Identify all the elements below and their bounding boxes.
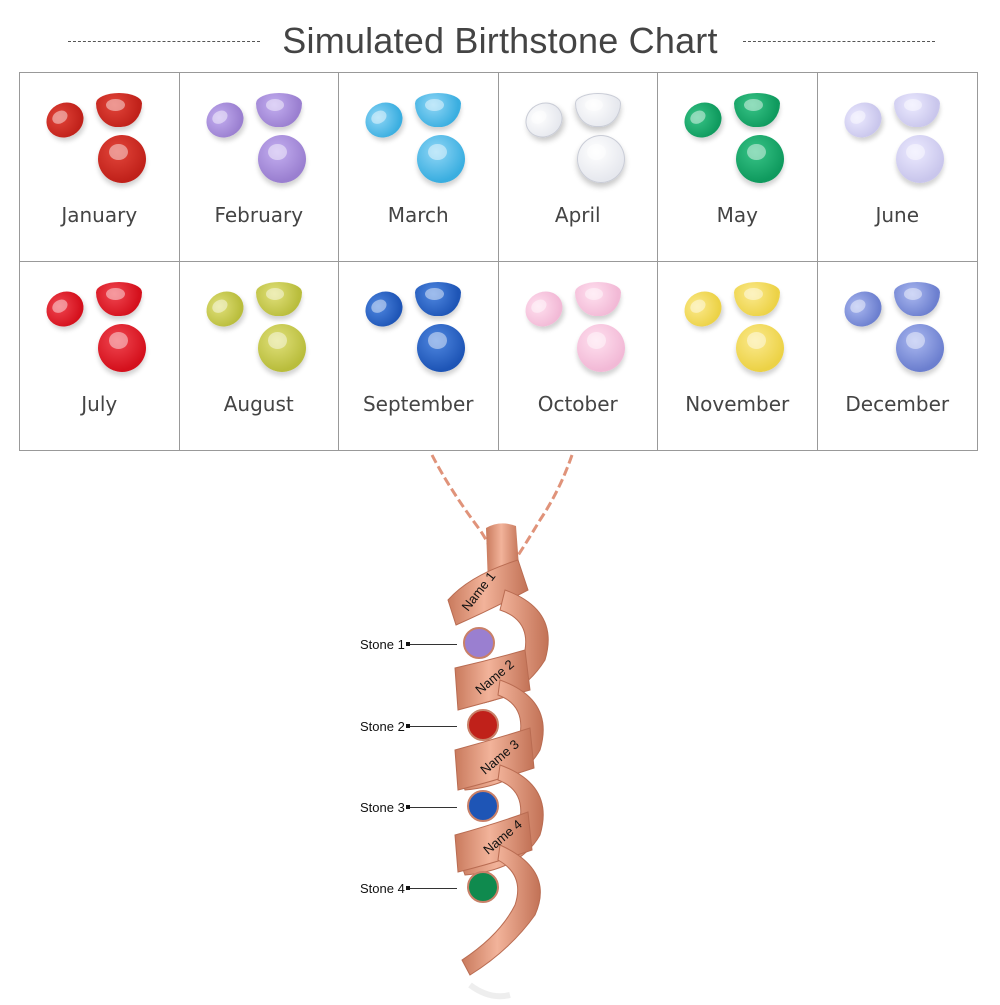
gem-icon [518, 284, 569, 333]
gem-icon [893, 93, 940, 127]
gemstones-icon [499, 83, 658, 193]
title-divider-left [68, 41, 260, 42]
gemstones-icon [818, 272, 978, 382]
gem-icon [199, 95, 250, 145]
gem-icon [255, 93, 302, 127]
month-label: January [61, 203, 138, 227]
gem-icon [199, 284, 250, 333]
gem-icon [734, 93, 780, 127]
gem-icon [895, 323, 944, 372]
gem-icon [574, 281, 621, 316]
chart-header: Simulated Birthstone Chart [0, 18, 1000, 64]
page-title: Simulated Birthstone Chart [282, 20, 718, 61]
month-cell-august: August [180, 261, 339, 450]
gem-icon [40, 284, 90, 333]
month-cell-november: November [658, 261, 818, 450]
gemstones-icon [818, 83, 978, 193]
stone-label: Stone 3 [360, 800, 405, 815]
month-cell-june: June [817, 73, 978, 262]
stone-callout-4: Stone 4 [360, 881, 457, 896]
stone-1-gem-icon [463, 627, 495, 659]
month-label: November [685, 391, 790, 416]
gem-icon [98, 323, 146, 372]
stone-label: Stone 2 [360, 719, 405, 734]
callout-line [405, 886, 457, 890]
gem-icon [359, 95, 409, 145]
month-label: July [81, 391, 118, 416]
gem-icon [415, 281, 461, 316]
gemstones-icon [658, 272, 817, 382]
callout-line [405, 642, 457, 646]
month-cell-april: April [498, 73, 658, 262]
gemstones-icon [499, 272, 658, 382]
gem-icon [257, 135, 306, 183]
gem-icon [837, 284, 888, 333]
title-divider-right [743, 41, 935, 42]
stone-3-gem-icon [467, 790, 499, 822]
gem-icon [576, 135, 625, 183]
necklace-product-image: Name 1 Name 2 Name 3 Name 4 Stone 1 Stone… [0, 451, 1000, 1000]
gem-icon [736, 135, 784, 183]
stone-callout-2: Stone 2 [360, 719, 457, 734]
stone-4-gem-icon [467, 871, 499, 903]
gem-icon [257, 323, 306, 372]
gemstones-icon [20, 83, 179, 193]
stone-callout-1: Stone 1 [360, 637, 457, 652]
gem-icon [417, 135, 465, 183]
callout-line [405, 724, 457, 728]
gem-icon [576, 323, 625, 372]
gem-icon [736, 323, 784, 372]
month-label: April [554, 203, 601, 227]
gem-icon [678, 95, 728, 145]
gemstones-icon [180, 83, 339, 193]
gemstones-icon [339, 83, 498, 193]
month-label: May [716, 203, 758, 227]
month-cell-january: January [20, 73, 180, 262]
month-cell-october: October [499, 261, 658, 450]
gemstones-icon [339, 272, 498, 382]
callout-line [405, 805, 457, 809]
month-cell-march: March [339, 73, 499, 262]
gem-icon [98, 135, 146, 183]
gem-icon [40, 95, 90, 145]
stone-label: Stone 1 [360, 637, 405, 652]
necklace-illustration: Name 1 Name 2 Name 3 Name 4 [430, 454, 574, 1000]
gem-icon [678, 284, 728, 333]
month-cell-december: December [818, 262, 978, 451]
gem-icon [734, 281, 780, 316]
month-label: December [845, 391, 950, 416]
stone-callout-3: Stone 3 [360, 800, 457, 815]
stone-label: Stone 4 [360, 881, 405, 896]
month-label: September [362, 391, 474, 416]
month-label: June [875, 203, 920, 227]
month-label: March [387, 203, 449, 227]
month-label: August [223, 391, 294, 416]
month-label: February [214, 203, 304, 227]
gem-icon [96, 281, 142, 316]
gem-icon [893, 281, 940, 316]
gem-icon [518, 95, 569, 145]
gem-icon [837, 95, 888, 145]
gem-icon [417, 323, 465, 372]
month-cell-september: September [339, 261, 499, 450]
gem-icon [255, 281, 302, 316]
month-cell-may: May [658, 73, 818, 262]
gem-icon [96, 93, 142, 127]
month-cell-february: February [179, 73, 339, 262]
gemstones-icon [658, 83, 817, 193]
gemstones-icon [20, 272, 179, 382]
month-cell-july: July [20, 261, 180, 450]
gemstones-icon [180, 272, 339, 382]
gem-icon [415, 93, 461, 127]
gem-icon [895, 135, 944, 183]
gem-icon [359, 284, 409, 333]
month-label: October [537, 391, 618, 416]
stone-2-gem-icon [467, 709, 499, 741]
gem-icon [574, 93, 621, 127]
